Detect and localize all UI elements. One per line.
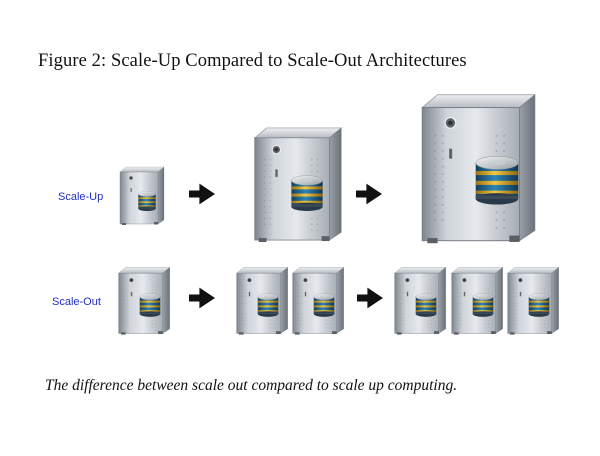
database-stack-icon — [139, 293, 161, 318]
database-stack-icon — [138, 191, 156, 212]
right-arrow-icon — [189, 183, 215, 205]
database-stack-icon — [257, 293, 279, 318]
right-arrow-icon — [357, 287, 383, 309]
figure-caption: The difference between scale out compare… — [45, 377, 458, 394]
database-stack-icon — [472, 293, 494, 318]
database-stack-icon — [291, 175, 323, 212]
database-stack-icon — [313, 293, 335, 318]
scale-up-label: Scale-Up — [58, 191, 104, 203]
figure-title: Figure 2: Scale-Up Compared to Scale-Out… — [38, 51, 467, 71]
right-arrow-icon — [189, 287, 215, 309]
right-arrow-icon — [356, 183, 382, 205]
scale-out-row — [118, 267, 559, 335]
scale-up-row — [119, 94, 536, 244]
database-stack-icon — [415, 293, 437, 318]
database-stack-icon — [528, 293, 550, 318]
database-stack-icon — [475, 155, 519, 205]
scale-out-label: Scale-Out — [52, 296, 101, 308]
